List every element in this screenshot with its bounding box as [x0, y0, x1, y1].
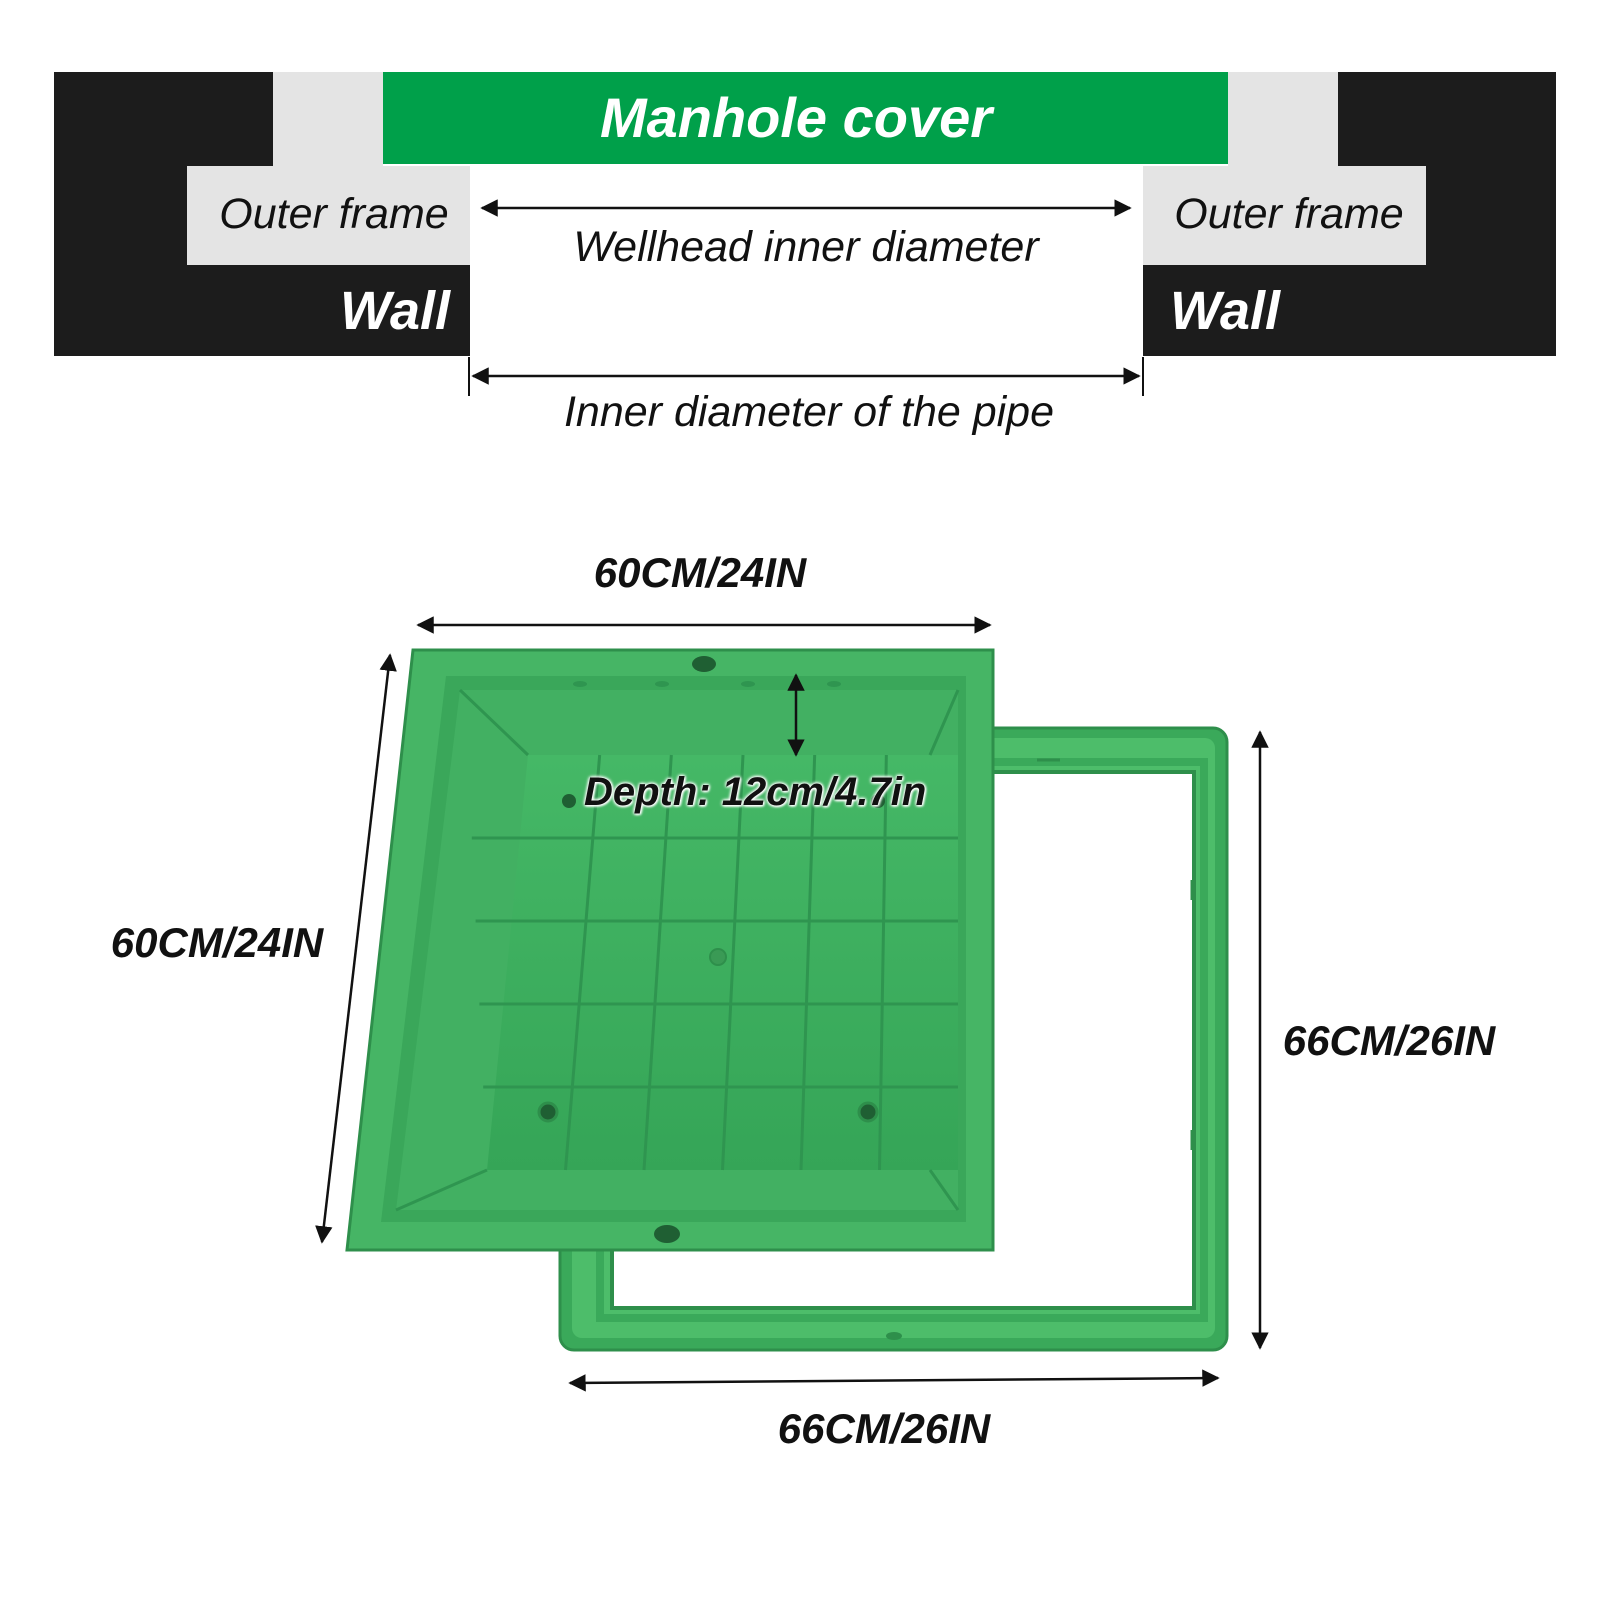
frame-width-label: 66CM/26IN [777, 1405, 991, 1452]
wall-left-label: Wall [339, 281, 450, 341]
cover-tray-product [345, 648, 995, 1252]
frame-length-label: 66CM/26IN [1282, 1017, 1496, 1064]
cover-length-label: 60CM/24IN [110, 919, 324, 966]
manhole-cover-bar [383, 72, 1228, 164]
floor-rib-vertical [564, 754, 602, 1171]
cross-section [54, 72, 1556, 396]
floor-rib-vertical [878, 754, 888, 1171]
outer-frame-right-label: Outer frame [1174, 190, 1404, 238]
frame-width-arrow [568, 1369, 1220, 1392]
cover-width-label: 60CM/24IN [593, 549, 807, 596]
floor-rib-vertical [721, 754, 745, 1171]
wall-right-label: Wall [1170, 281, 1281, 341]
floor-rib-vertical [799, 754, 817, 1171]
pipe-diameter-label: Inner diameter of the pipe [563, 388, 1055, 436]
outer-frame-left-ledge [187, 166, 470, 265]
depth-label: Depth: 12cm/4.7in [584, 770, 927, 814]
cover-length-arrow [315, 653, 397, 1244]
wall-right-shape [1143, 72, 1556, 356]
wellhead-diameter-label: Wellhead inner diameter [573, 223, 1039, 271]
outer-frame-left-label: Outer frame [219, 190, 449, 238]
wall-left-shape [54, 72, 470, 356]
outer-frame-right-ledge [1143, 166, 1426, 265]
outer-frame-right-block [1228, 72, 1338, 166]
manhole-cover-label: Manhole cover [599, 86, 993, 149]
floor-rib-vertical [642, 754, 673, 1171]
outer-frame-left-block [273, 72, 383, 166]
